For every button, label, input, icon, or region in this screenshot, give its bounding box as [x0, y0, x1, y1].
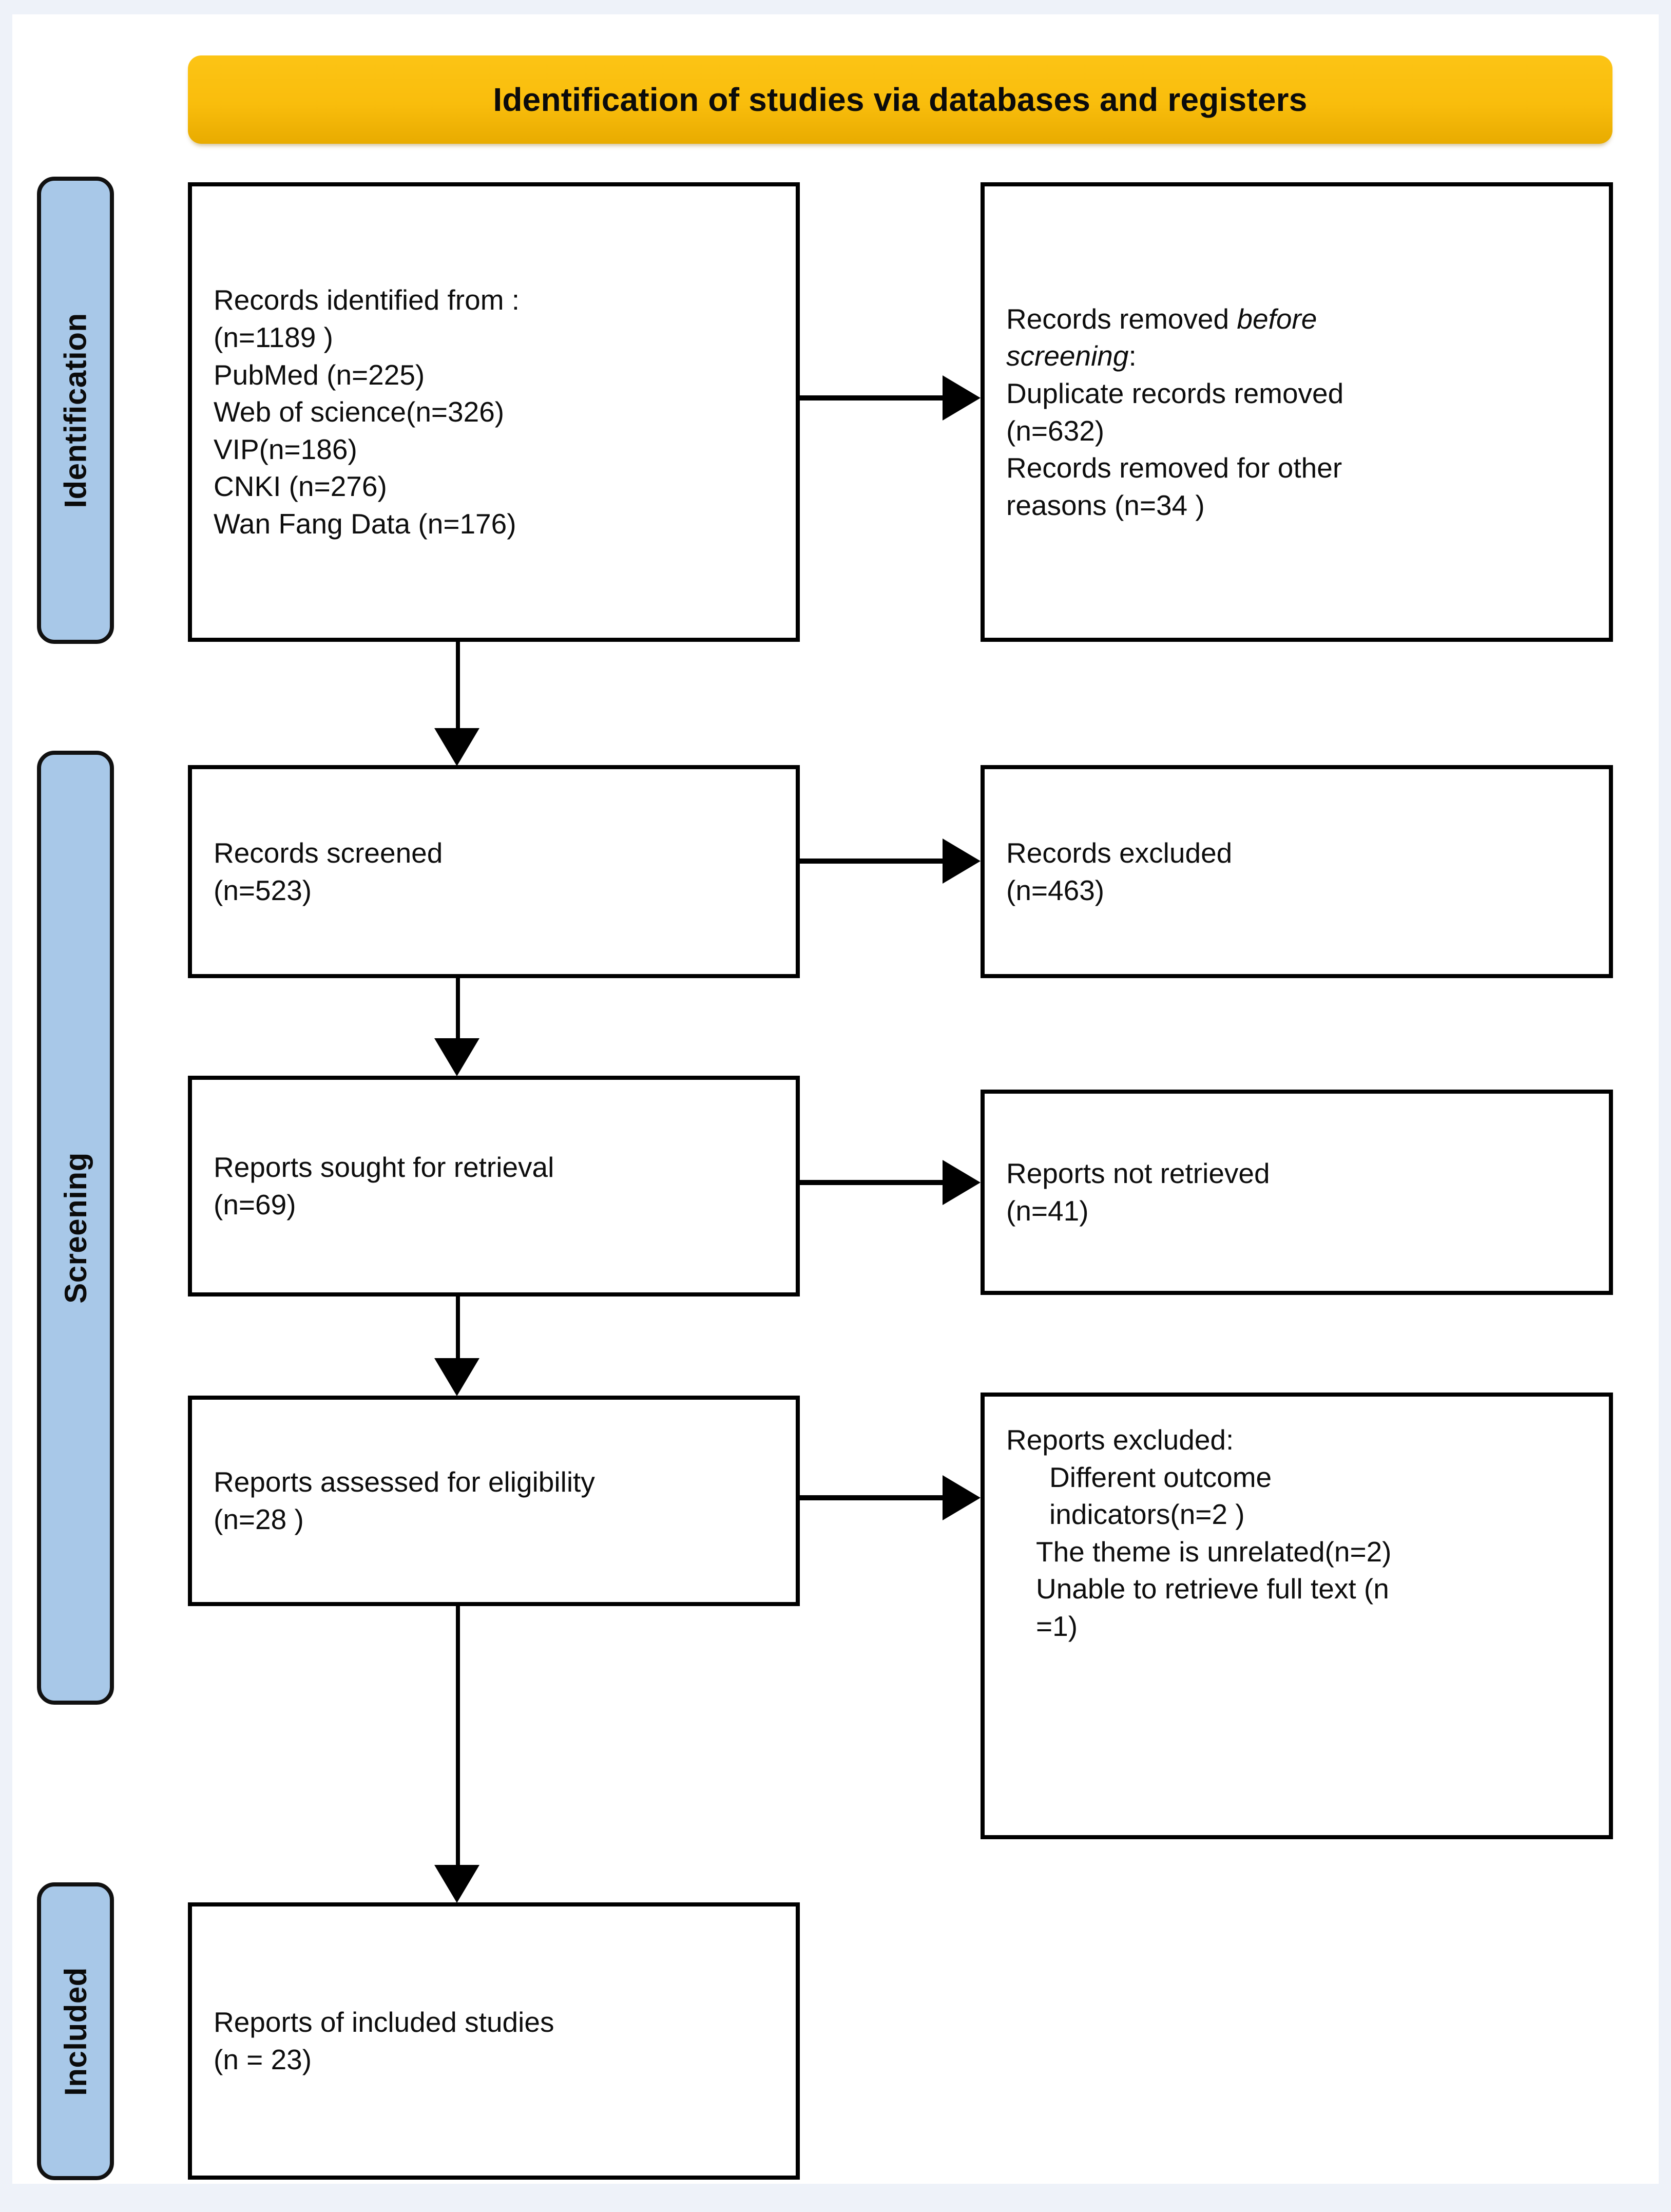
records-identified-line-6: CNKI (n=276)	[214, 470, 387, 503]
records-removed-line-1a: Records removed	[1006, 302, 1237, 335]
records-screened-line-2: (n=523)	[214, 874, 312, 906]
reports-excluded-line-3: indicators(n=2 )	[1049, 1498, 1245, 1531]
box-reports-assessed-eligibility: Reports assessed for eligibility (n=28 )	[188, 1396, 800, 1606]
box-records-removed-text: Records removed before screening: Duplic…	[985, 300, 1609, 524]
records-identified-line-2: (n=1189 )	[214, 321, 333, 354]
reports-excluded-line-6: =1)	[1036, 1610, 1078, 1642]
eligibility-line-2: (n=28 )	[214, 1503, 304, 1535]
records-removed-line-5: Records removed for other	[1006, 452, 1342, 484]
arrow-head-right-icon	[943, 1475, 981, 1520]
box-reports-included-text: Reports of included studies (n = 23)	[192, 2004, 796, 2078]
banner-title: Identification of studies via databases …	[493, 81, 1308, 118]
box-reports-sought-text: Reports sought for retrieval (n=69)	[192, 1149, 796, 1223]
records-removed-line-1b: before	[1237, 302, 1317, 335]
phase-bar-identification: Identification	[37, 177, 114, 644]
records-identified-line-5: VIP(n=186)	[214, 433, 357, 465]
records-identified-line-4: Web of science(n=326)	[214, 396, 505, 428]
arrow-line-eligibility-to-included	[456, 1606, 460, 1883]
reports-sought-line-1: Reports sought for retrieval	[214, 1151, 554, 1184]
box-reports-sought: Reports sought for retrieval (n=69)	[188, 1076, 800, 1296]
arrow-head-down-icon	[434, 1358, 479, 1396]
arrow-line-sought-to-notretrieved	[800, 1180, 949, 1185]
records-screened-line-1: Records screened	[214, 836, 443, 869]
records-identified-line-3: PubMed (n=225)	[214, 358, 425, 391]
records-excluded-line-1: Records excluded	[1006, 836, 1233, 869]
phase-bar-screening: Screening	[37, 751, 114, 1705]
arrow-head-right-icon	[943, 838, 981, 884]
arrow-head-down-icon	[434, 728, 479, 766]
box-reports-excluded: Reports excluded: Different outcome indi…	[981, 1393, 1613, 1839]
reports-excluded-line-2: Different outcome	[1049, 1461, 1272, 1493]
box-records-screened: Records screened (n=523)	[188, 765, 800, 978]
phase-label-identification: Identification	[58, 312, 93, 508]
reports-excluded-line-4: The theme is unrelated(n=2)	[1036, 1535, 1392, 1568]
reports-not-retrieved-line-2: (n=41)	[1006, 1195, 1089, 1227]
box-reports-assessed-eligibility-text: Reports assessed for eligibility (n=28 )	[192, 1463, 796, 1538]
reports-excluded-line-5: Unable to retrieve full text (n	[1036, 1573, 1389, 1605]
reports-excluded-line-1: Reports excluded:	[1006, 1424, 1234, 1456]
records-removed-line-2a: screening	[1006, 340, 1129, 372]
records-identified-line-7: Wan Fang Data (n=176)	[214, 507, 516, 540]
box-reports-not-retrieved: Reports not retrieved (n=41)	[981, 1090, 1613, 1295]
included-line-2: (n = 23)	[214, 2044, 312, 2075]
eligibility-line-1: Reports assessed for eligibility	[214, 1466, 595, 1498]
records-removed-line-2b: :	[1128, 340, 1137, 372]
included-line-1: Reports of included studies	[214, 2006, 554, 2038]
records-excluded-line-2: (n=463)	[1006, 874, 1105, 906]
arrow-line-sought-to-eligibility	[456, 1296, 460, 1375]
records-removed-line-6: reasons (n=34 )	[1006, 489, 1205, 521]
box-reports-included: Reports of included studies (n = 23)	[188, 1902, 800, 2180]
box-records-screened-text: Records screened (n=523)	[192, 834, 796, 909]
arrow-head-down-icon	[434, 1865, 479, 1903]
box-records-excluded: Records excluded (n=463)	[981, 765, 1613, 978]
box-reports-excluded-text: Reports excluded: Different outcome indi…	[985, 1397, 1609, 1645]
reports-not-retrieved-line-1: Reports not retrieved	[1006, 1157, 1270, 1190]
box-records-excluded-text: Records excluded (n=463)	[985, 834, 1609, 909]
box-records-removed: Records removed before screening: Duplic…	[981, 182, 1613, 642]
arrow-head-right-icon	[943, 1160, 981, 1205]
phase-label-included: Included	[58, 1967, 93, 2096]
arrow-line-screened-to-sought	[456, 978, 460, 1056]
arrow-line-eligibility-to-reportsexcluded	[800, 1495, 949, 1500]
arrow-line-identified-to-removed	[800, 395, 949, 401]
header-banner: Identification of studies via databases …	[188, 55, 1612, 144]
arrow-head-down-icon	[434, 1038, 479, 1076]
reports-sought-line-2: (n=69)	[214, 1189, 296, 1221]
box-records-identified-text: Records identified from : (n=1189 ) PubM…	[192, 281, 796, 542]
box-reports-not-retrieved-text: Reports not retrieved (n=41)	[985, 1155, 1609, 1229]
records-removed-line-4: (n=632)	[1006, 414, 1105, 447]
phase-label-screening: Screening	[58, 1152, 93, 1304]
arrow-head-right-icon	[943, 375, 981, 421]
records-removed-line-3: Duplicate records removed	[1006, 377, 1344, 409]
arrow-line-identified-to-screened	[456, 642, 460, 745]
box-records-identified: Records identified from : (n=1189 ) PubM…	[188, 182, 800, 642]
arrow-line-screened-to-excluded	[800, 859, 949, 864]
phase-bar-included: Included	[37, 1882, 114, 2180]
records-identified-line-1: Records identified from :	[214, 284, 520, 316]
